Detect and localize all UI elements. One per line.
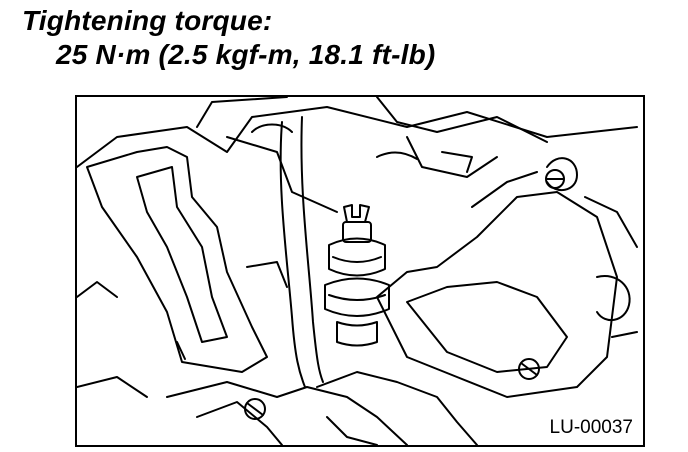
- figure-id-label: LU-00037: [547, 417, 635, 439]
- engine-line-drawing: [77, 97, 638, 445]
- engine-illustration: LU-00037: [75, 95, 645, 447]
- torque-heading: Tightening torque:: [22, 5, 273, 36]
- torque-value: 25 N·m (2.5 kgf-m, 18.1 ft-lb): [56, 39, 436, 70]
